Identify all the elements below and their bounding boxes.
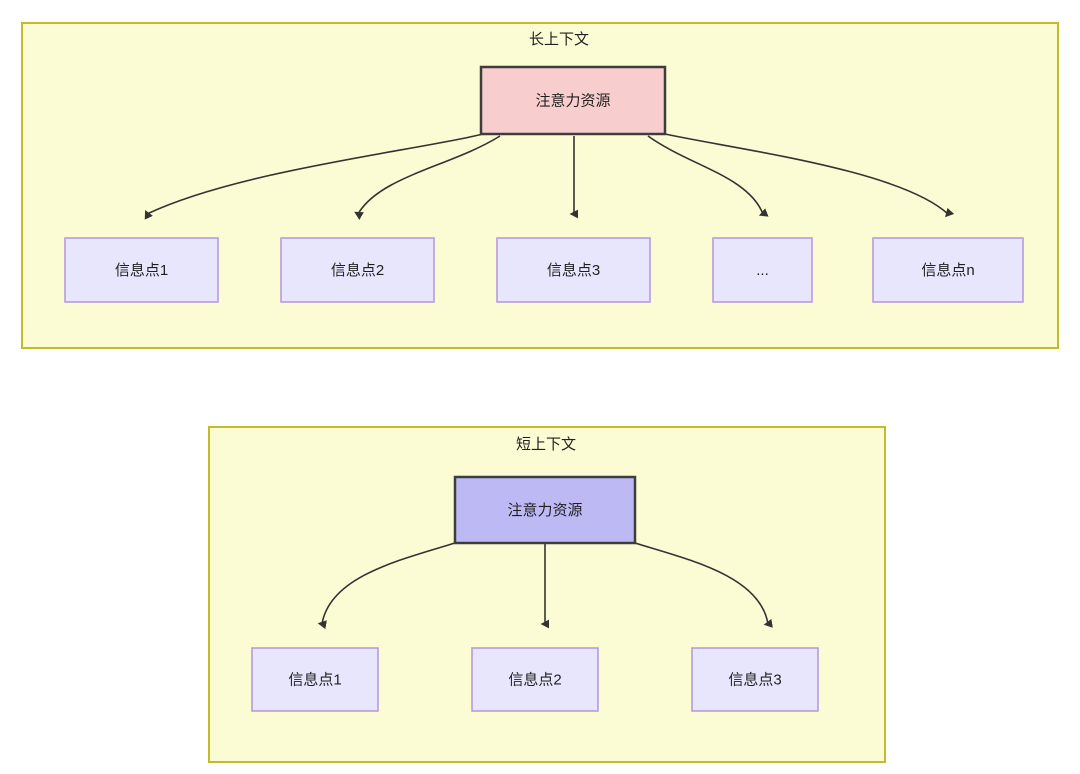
group-title-long-context: 长上下文 — [529, 31, 589, 48]
info-point-box-short-context-1[interactable] — [471, 647, 599, 712]
edge-long-context-4 — [664, 133, 955, 218]
attention-resource-label-long-context: 注意力资源 — [535, 91, 610, 109]
info-point-box-long-context-4[interactable] — [872, 237, 1024, 303]
info-point-box-long-context-1[interactable] — [280, 237, 435, 303]
edge-short-context-2 — [634, 542, 773, 628]
info-point-label-long-context-4: 信息点n — [921, 262, 974, 279]
attention-resource-box-short-context[interactable] — [453, 475, 637, 545]
edge-long-context-0 — [144, 133, 484, 220]
edge-short-context-0 — [317, 542, 456, 630]
info-point-box-short-context-2[interactable] — [691, 647, 819, 712]
info-point-box-long-context-0[interactable] — [64, 237, 219, 303]
edge-long-context-3 — [647, 135, 769, 217]
info-point-label-long-context-1: 信息点2 — [331, 262, 384, 279]
info-point-label-short-context-0: 信息点1 — [288, 671, 341, 688]
info-point-label-short-context-1: 信息点2 — [508, 671, 561, 688]
edge-long-context-1 — [354, 135, 501, 221]
info-point-label-long-context-0: 信息点1 — [115, 262, 168, 279]
info-point-label-long-context-2: 信息点3 — [547, 262, 600, 279]
group-title-short-context: 短上下文 — [516, 436, 576, 453]
attention-resource-label-short-context: 注意力资源 — [507, 501, 582, 519]
info-point-label-long-context-3: ... — [756, 262, 769, 279]
info-point-box-long-context-3[interactable] — [712, 237, 813, 303]
info-point-label-short-context-2: 信息点3 — [728, 671, 781, 688]
attention-resource-box-long-context[interactable] — [479, 65, 667, 136]
info-point-box-long-context-2[interactable] — [496, 237, 651, 303]
info-point-box-short-context-0[interactable] — [251, 647, 379, 712]
